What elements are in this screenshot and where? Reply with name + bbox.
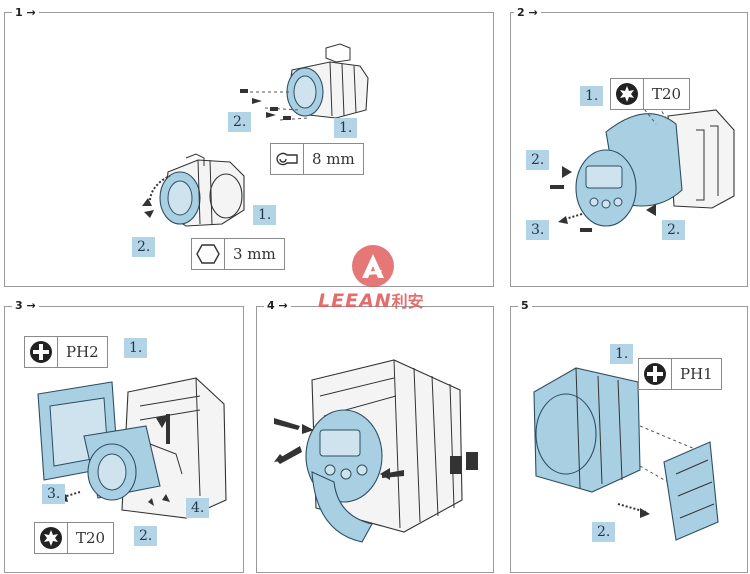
step-4-tag: 4 → [264, 299, 291, 313]
housing-with-display-drawing [274, 359, 478, 543]
step-1-panel: 1 → 2. 1. 8 mm 1. 2. 3 mm [0, 0, 496, 290]
step-5-label-2: 2. [592, 522, 616, 542]
wrench-size: 8 mm [312, 150, 355, 168]
step-4-illustration [256, 306, 494, 573]
phillips-icon [639, 359, 672, 389]
tool-box-torx-t20-step3: T20 [34, 522, 115, 554]
leean-logo-icon [352, 245, 394, 287]
step-3-label-3: 3. [42, 484, 66, 504]
step-1-label-lower-2: 2. [132, 237, 156, 257]
module-removal-drawing [533, 367, 719, 541]
tool-box-phillips-ph2: PH2 [24, 336, 108, 368]
leean-watermark-logo: LEEAN利安 [310, 244, 440, 314]
hex-key-icon [192, 239, 225, 269]
step-3-tag: 3 → [12, 299, 39, 313]
step-3-panel: 3 → PH2 1. 3. 4. T20 2. [0, 296, 246, 574]
torx-icon [611, 79, 644, 109]
step-2-label-3: 3. [526, 220, 550, 240]
display-module-drawing [550, 85, 735, 232]
step-3-label-1: 1. [124, 338, 148, 358]
tool-box-phillips-ph1: PH1 [638, 358, 722, 390]
step-1-label-upper-1: 1. [334, 118, 358, 138]
step-2-illustration [510, 12, 748, 287]
tool-box-torx-t20: T20 [610, 78, 691, 110]
step-3-label-2: 2. [134, 526, 158, 546]
step-2-tag: 2 → [514, 6, 541, 20]
watermark-latin: LEEAN [318, 290, 392, 312]
step-5-tag: 5 [518, 299, 532, 313]
wrench-icon [271, 144, 304, 174]
lower-housing-drawing [142, 153, 245, 227]
hex-key-size: 3 mm [233, 245, 276, 263]
step-2-label-2-right: 2. [662, 220, 686, 240]
phillips-icon [25, 337, 58, 367]
torx-size-step3: T20 [76, 529, 106, 547]
watermark-text: LEEAN利安 [318, 288, 424, 312]
upper-housing-drawing [240, 43, 369, 121]
step-2-panel: 2 → 1. T20 2. 3. 2. [506, 0, 750, 290]
tool-box-wrench: 8 mm [270, 143, 364, 175]
watermark-cjk: 利安 [391, 292, 424, 311]
electronics-housing-drawing [37, 377, 227, 519]
step-2-label-2-left: 2. [526, 150, 550, 170]
step-4-panel: 4 → [254, 296, 496, 574]
step-5-panel: 5 1. PH1 2. [506, 296, 750, 574]
step-5-illustration [510, 306, 748, 573]
step-1-tag: 1 → [12, 6, 39, 20]
step-1-label-upper-2: 2. [228, 112, 252, 132]
phillips-size: PH2 [66, 343, 99, 361]
step-1-label-lower-1: 1. [253, 205, 277, 225]
step-5-label-1: 1. [610, 344, 634, 364]
phillips-size-ph1: PH1 [680, 365, 713, 383]
step-2-label-1: 1. [580, 86, 604, 106]
tool-box-hex-key: 3 mm [191, 238, 285, 270]
step-3-label-4: 4. [186, 498, 210, 518]
torx-size: T20 [652, 85, 682, 103]
torx-icon [35, 523, 68, 553]
